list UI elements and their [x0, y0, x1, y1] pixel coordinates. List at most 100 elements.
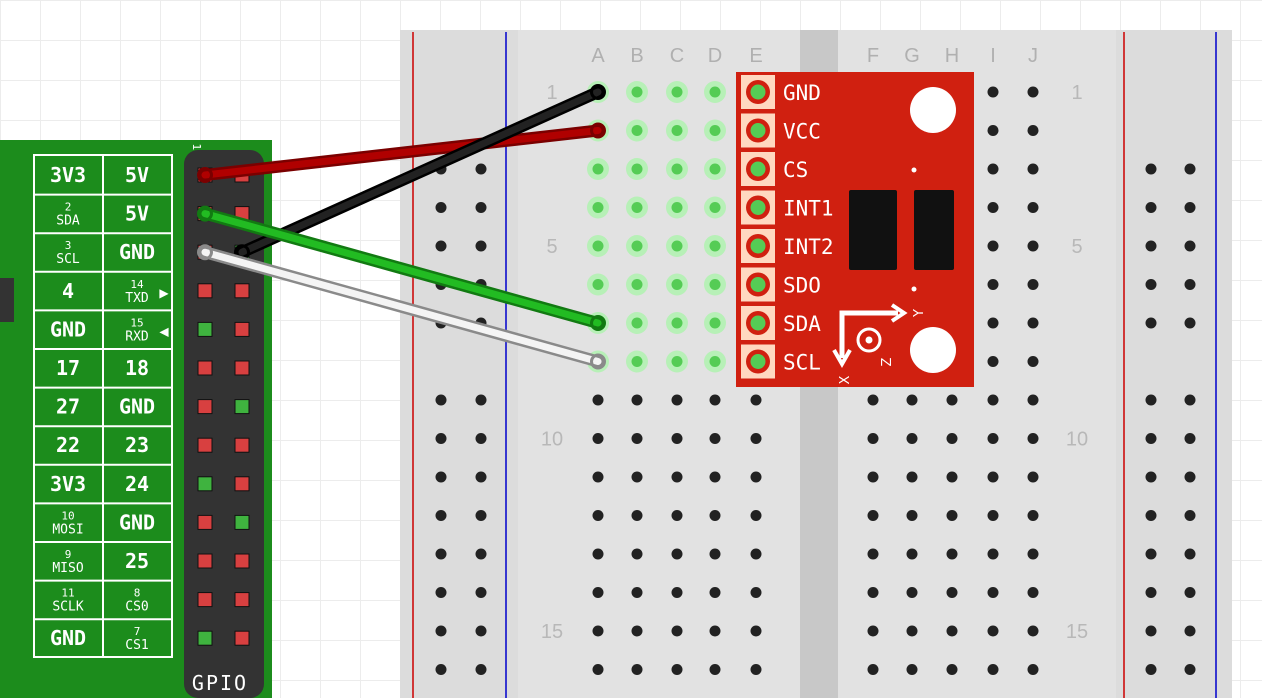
breadboard-hole[interactable] [1027, 471, 1039, 483]
breadboard-hole[interactable] [750, 394, 762, 406]
breadboard-hole[interactable] [475, 510, 487, 521]
breadboard-hole[interactable] [435, 510, 447, 521]
wire-white[interactable] [201, 248, 602, 365]
breadboard-hole[interactable] [435, 240, 447, 252]
breadboard-hole[interactable] [946, 664, 958, 675]
breadboard-hole[interactable] [946, 587, 958, 598]
breadboard-hole[interactable] [1027, 356, 1039, 367]
breadboard-hole[interactable] [435, 433, 447, 444]
breadboard-hole[interactable] [592, 587, 604, 598]
breadboard-hole[interactable] [671, 202, 683, 213]
breadboard-hole[interactable] [475, 394, 487, 406]
wire-red-end[interactable] [590, 122, 606, 139]
breadboard-hole[interactable] [1184, 279, 1196, 290]
breadboard-hole[interactable] [1027, 433, 1039, 444]
breadboard-hole[interactable] [1027, 625, 1039, 637]
breadboard-hole[interactable] [1184, 394, 1196, 406]
breadboard-hole[interactable] [750, 625, 762, 637]
breadboard-hole[interactable] [1145, 548, 1157, 560]
breadboard-hole[interactable] [631, 510, 643, 521]
breadboard-hole[interactable] [750, 664, 762, 675]
breadboard-hole[interactable] [1145, 202, 1157, 213]
breadboard-hole[interactable] [1184, 317, 1196, 329]
breadboard-hole[interactable] [1145, 587, 1157, 598]
breadboard-hole[interactable] [987, 433, 999, 444]
gpio-pin[interactable] [234, 630, 250, 646]
breadboard-hole[interactable] [592, 664, 604, 675]
gpio-pin[interactable] [197, 476, 213, 492]
breadboard-hole[interactable] [987, 125, 999, 136]
gpio-pin[interactable] [234, 321, 250, 337]
breadboard-hole[interactable] [631, 125, 643, 136]
sensor-pin[interactable] [750, 200, 766, 215]
breadboard-hole[interactable] [592, 625, 604, 637]
breadboard-hole[interactable] [592, 240, 604, 252]
breadboard-hole[interactable] [1184, 240, 1196, 252]
breadboard-hole[interactable] [671, 471, 683, 483]
breadboard-hole[interactable] [671, 163, 683, 175]
breadboard-hole[interactable] [1027, 279, 1039, 290]
gpio-pin[interactable] [234, 592, 250, 608]
breadboard-hole[interactable] [867, 510, 879, 521]
breadboard-hole[interactable] [987, 664, 999, 675]
breadboard-hole[interactable] [671, 317, 683, 329]
gpio-pin[interactable] [234, 476, 250, 492]
sensor-pin[interactable] [750, 123, 766, 138]
breadboard-hole[interactable] [1184, 548, 1196, 560]
breadboard-hole[interactable] [946, 394, 958, 406]
breadboard-hole[interactable] [1027, 664, 1039, 675]
breadboard-hole[interactable] [750, 548, 762, 560]
breadboard-hole[interactable] [709, 202, 721, 213]
breadboard-hole[interactable] [1027, 317, 1039, 329]
breadboard-hole[interactable] [946, 510, 958, 521]
breadboard-hole[interactable] [709, 548, 721, 560]
breadboard-hole[interactable] [592, 394, 604, 406]
breadboard-hole[interactable] [671, 664, 683, 675]
breadboard-hole[interactable] [1145, 510, 1157, 521]
breadboard-hole[interactable] [1027, 163, 1039, 175]
breadboard-hole[interactable] [946, 433, 958, 444]
breadboard-hole[interactable] [1184, 202, 1196, 213]
breadboard-hole[interactable] [435, 664, 447, 675]
breadboard-hole[interactable] [1027, 240, 1039, 252]
breadboard-hole[interactable] [1027, 125, 1039, 136]
wire-green-end[interactable] [197, 205, 213, 222]
breadboard-hole[interactable] [987, 625, 999, 637]
breadboard-hole[interactable] [1184, 510, 1196, 521]
breadboard-hole[interactable] [1145, 394, 1157, 406]
gpio-pin[interactable] [197, 360, 213, 376]
breadboard-hole[interactable] [750, 433, 762, 444]
gpio-pin[interactable] [197, 321, 213, 337]
breadboard-hole[interactable] [867, 625, 879, 637]
breadboard-hole[interactable] [631, 240, 643, 252]
breadboard-hole[interactable] [631, 279, 643, 290]
gpio-pin[interactable] [197, 514, 213, 530]
breadboard-hole[interactable] [631, 317, 643, 329]
sensor-pin[interactable] [750, 277, 766, 292]
breadboard-hole[interactable] [987, 279, 999, 290]
breadboard-hole[interactable] [906, 510, 918, 521]
breadboard-hole[interactable] [867, 548, 879, 560]
breadboard-hole[interactable] [987, 587, 999, 598]
breadboard-hole[interactable] [671, 433, 683, 444]
breadboard-hole[interactable] [867, 471, 879, 483]
breadboard-hole[interactable] [709, 240, 721, 252]
breadboard-hole[interactable] [987, 510, 999, 521]
breadboard-hole[interactable] [475, 625, 487, 637]
breadboard-hole[interactable] [671, 587, 683, 598]
breadboard-hole[interactable] [987, 163, 999, 175]
breadboard-hole[interactable] [709, 317, 721, 329]
breadboard-hole[interactable] [906, 394, 918, 406]
breadboard-hole[interactable] [906, 587, 918, 598]
gpio-pin[interactable] [234, 437, 250, 453]
breadboard-hole[interactable] [435, 625, 447, 637]
breadboard-hole[interactable] [475, 548, 487, 560]
breadboard-hole[interactable] [867, 433, 879, 444]
breadboard-hole[interactable] [475, 471, 487, 483]
sensor-pin[interactable] [750, 84, 766, 100]
breadboard-hole[interactable] [906, 664, 918, 675]
breadboard-hole[interactable] [906, 471, 918, 483]
breadboard-hole[interactable] [906, 548, 918, 560]
breadboard-hole[interactable] [671, 625, 683, 637]
breadboard-hole[interactable] [1184, 625, 1196, 637]
